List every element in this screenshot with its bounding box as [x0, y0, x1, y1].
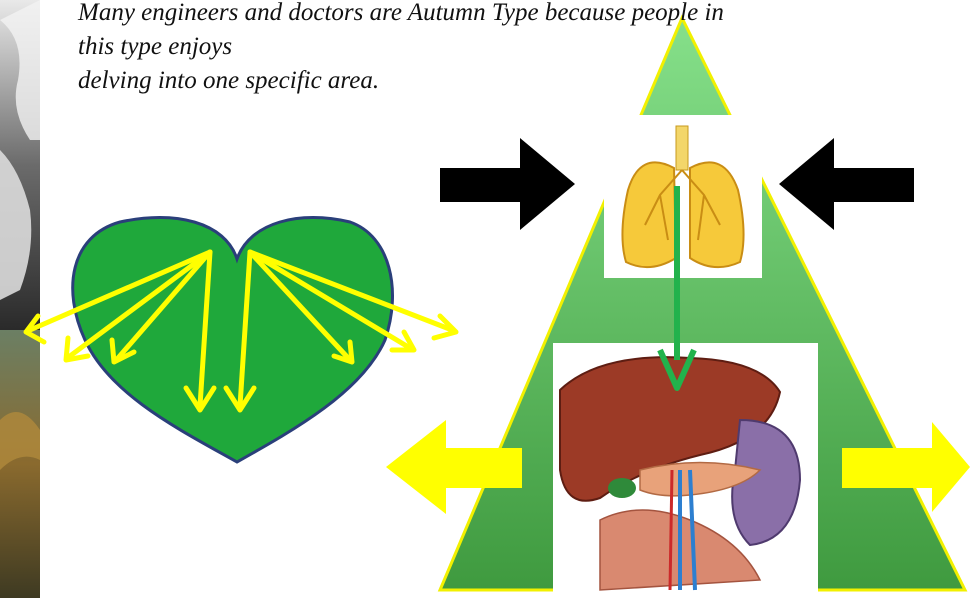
heart-icon [73, 218, 393, 462]
lungs-icon [604, 115, 762, 278]
caption-line-1: Many engineers and doctors are Autumn Ty… [78, 0, 948, 30]
black-arrow-left [779, 138, 914, 230]
liver-organs-icon [553, 343, 818, 598]
caption-text: Many engineers and doctors are Autumn Ty… [78, 0, 948, 98]
caption-line-2: this type enjoys [78, 30, 948, 64]
caption-line-3: delving into one specific area. [78, 64, 948, 98]
black-arrow-right [440, 138, 575, 230]
left-photo-strip [0, 0, 40, 598]
